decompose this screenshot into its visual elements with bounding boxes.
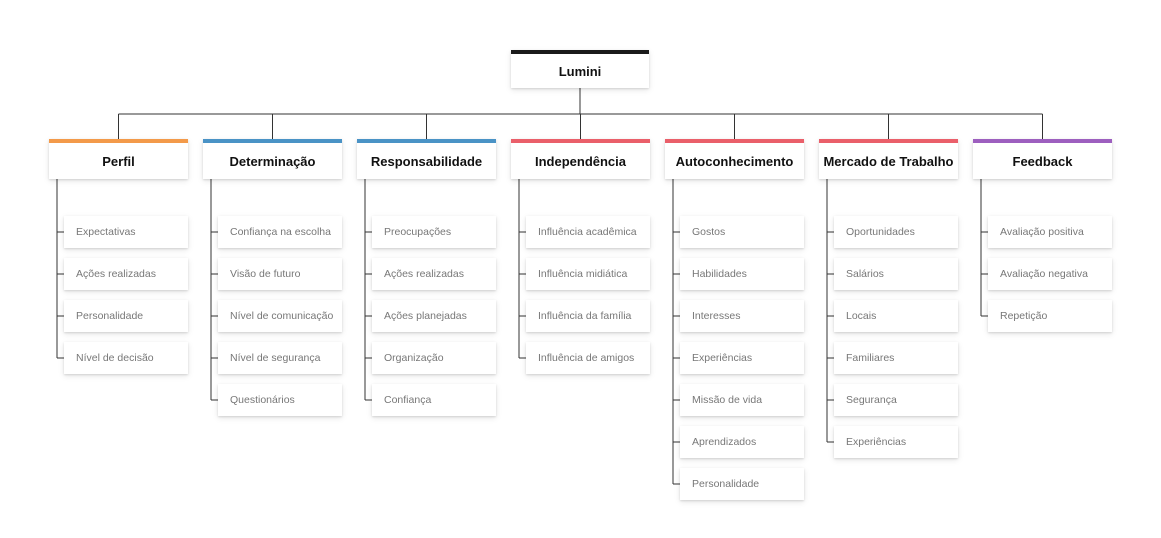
item-node[interactable]: Habilidades — [680, 258, 804, 290]
item-node[interactable]: Locais — [834, 300, 958, 332]
item-label: Ações realizadas — [384, 268, 464, 280]
category-node[interactable]: Mercado de Trabalho — [819, 139, 958, 179]
item-label: Confiança na escolha — [230, 226, 331, 238]
item-node[interactable]: Experiências — [680, 342, 804, 374]
category-node[interactable]: Determinação — [203, 139, 342, 179]
item-label: Influência midiática — [538, 268, 628, 280]
item-node[interactable]: Questionários — [218, 384, 342, 416]
item-label: Oportunidades — [846, 226, 915, 238]
item-node[interactable]: Organização — [372, 342, 496, 374]
item-label: Ações planejadas — [384, 310, 467, 322]
item-node[interactable]: Visão de futuro — [218, 258, 342, 290]
item-label: Personalidade — [76, 310, 144, 322]
item-node[interactable]: Avaliação positiva — [988, 216, 1112, 248]
item-node[interactable]: Interesses — [680, 300, 804, 332]
item-node[interactable]: Confiança na escolha — [218, 216, 342, 248]
item-node[interactable]: Repetição — [988, 300, 1112, 332]
item-label: Confiança — [384, 394, 432, 406]
root-node[interactable]: Lumini — [511, 50, 649, 88]
item-label: Nível de comunicação — [230, 310, 334, 322]
item-label: Segurança — [846, 394, 897, 406]
item-label: Interesses — [692, 310, 741, 322]
category-label: Autoconhecimento — [675, 153, 794, 169]
root-label: Lumini — [558, 63, 602, 79]
item-label: Influência de amigos — [538, 352, 635, 364]
item-node[interactable]: Influência midiática — [526, 258, 650, 290]
item-node[interactable]: Nível de decisão — [64, 342, 188, 374]
item-node[interactable]: Missão de vida — [680, 384, 804, 416]
category-label: Mercado de Trabalho — [823, 153, 954, 169]
item-label: Locais — [846, 310, 877, 322]
category-node[interactable]: Independência — [511, 139, 650, 179]
item-node[interactable]: Oportunidades — [834, 216, 958, 248]
item-node[interactable]: Influência da família — [526, 300, 650, 332]
category-label: Independência — [534, 153, 627, 169]
item-label: Personalidade — [692, 478, 760, 490]
item-node[interactable]: Nível de segurança — [218, 342, 342, 374]
item-label: Ações realizadas — [76, 268, 156, 280]
item-label: Salários — [846, 268, 884, 280]
category-node[interactable]: Autoconhecimento — [665, 139, 804, 179]
category-label: Responsabilidade — [370, 153, 483, 169]
item-label: Avaliação negativa — [1000, 268, 1088, 280]
category-node[interactable]: Responsabilidade — [357, 139, 496, 179]
item-label: Nível de segurança — [230, 352, 321, 364]
item-node[interactable]: Confiança — [372, 384, 496, 416]
item-label: Nível de decisão — [76, 352, 154, 364]
item-label: Repetição — [1000, 310, 1048, 322]
item-label: Influência da família — [538, 310, 632, 322]
item-node[interactable]: Avaliação negativa — [988, 258, 1112, 290]
item-label: Gostos — [692, 226, 726, 238]
item-node[interactable]: Ações realizadas — [372, 258, 496, 290]
item-node[interactable]: Personalidade — [64, 300, 188, 332]
item-node[interactable]: Segurança — [834, 384, 958, 416]
item-node[interactable]: Experiências — [834, 426, 958, 458]
item-node[interactable]: Nível de comunicação — [218, 300, 342, 332]
item-label: Organização — [384, 352, 444, 364]
item-node[interactable]: Ações realizadas — [64, 258, 188, 290]
item-node[interactable]: Gostos — [680, 216, 804, 248]
item-label: Visão de futuro — [230, 268, 301, 280]
item-label: Missão de vida — [692, 394, 763, 406]
item-label: Questionários — [230, 394, 295, 406]
item-node[interactable]: Expectativas — [64, 216, 188, 248]
item-node[interactable]: Ações planejadas — [372, 300, 496, 332]
item-label: Habilidades — [692, 268, 747, 280]
item-node[interactable]: Preocupações — [372, 216, 496, 248]
category-node[interactable]: Perfil — [49, 139, 188, 179]
item-label: Experiências — [846, 436, 907, 448]
item-label: Influência acadêmica — [538, 226, 637, 238]
item-node[interactable]: Personalidade — [680, 468, 804, 500]
category-label: Feedback — [1012, 153, 1073, 169]
category-label: Determinação — [229, 153, 316, 169]
item-label: Familiares — [846, 352, 895, 364]
item-label: Aprendizados — [692, 436, 757, 448]
item-label: Preocupações — [384, 226, 452, 238]
item-label: Expectativas — [76, 226, 136, 238]
item-node[interactable]: Salários — [834, 258, 958, 290]
item-label: Avaliação positiva — [1000, 226, 1084, 238]
item-node[interactable]: Familiares — [834, 342, 958, 374]
item-node[interactable]: Aprendizados — [680, 426, 804, 458]
category-node[interactable]: Feedback — [973, 139, 1112, 179]
category-label: Perfil — [102, 153, 135, 169]
item-label: Experiências — [692, 352, 753, 364]
item-node[interactable]: Influência de amigos — [526, 342, 650, 374]
item-node[interactable]: Influência acadêmica — [526, 216, 650, 248]
